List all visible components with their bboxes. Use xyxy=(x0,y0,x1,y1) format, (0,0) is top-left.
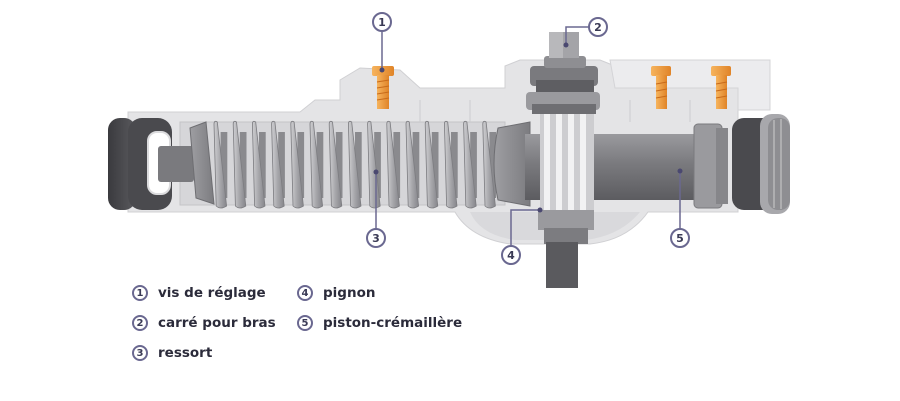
spring-coil-back xyxy=(316,132,324,198)
legend-badge-5: 5 xyxy=(297,315,313,331)
legend-label-3: ressort xyxy=(158,345,213,361)
spring-coil-back xyxy=(355,132,362,198)
callout-3: 3 xyxy=(366,169,386,248)
spring-coil xyxy=(328,120,343,209)
spring-coil xyxy=(405,120,420,209)
callout-5: 5 xyxy=(670,168,690,248)
legend-item-2: 2 carré pour bras xyxy=(132,312,276,334)
spring-coil xyxy=(309,120,324,209)
adjustment-screw-right-a xyxy=(651,66,671,109)
callout-4: 4 xyxy=(501,207,543,265)
spring-coil-back xyxy=(412,132,420,198)
spring-coil-back xyxy=(393,132,401,198)
callout-3-number: 3 xyxy=(372,232,380,245)
legend-item-5: 5 piston-crémaillère xyxy=(297,312,462,334)
spring-coil xyxy=(347,120,362,209)
pinion xyxy=(538,92,594,288)
spring-coil-back xyxy=(297,132,305,198)
legend-item-1: 1 vis de réglage xyxy=(132,282,266,304)
callout-1-number: 1 xyxy=(378,16,386,29)
callout-2-number: 2 xyxy=(594,21,602,34)
spring-coil xyxy=(251,120,266,209)
right-end-cap xyxy=(732,114,790,214)
legend-badge-1: 1 xyxy=(132,285,148,301)
legend-label-2: carré pour bras xyxy=(158,315,276,331)
legend-badge-4: 4 xyxy=(297,285,313,301)
callout-4-number: 4 xyxy=(507,249,515,262)
spring-coil xyxy=(213,120,228,209)
legend-label-1: vis de réglage xyxy=(158,285,266,301)
callout-5-number: 5 xyxy=(676,232,684,245)
spring-coil-back xyxy=(278,132,285,198)
legend-label-5: piston-crémaillère xyxy=(323,315,463,331)
spring-coil xyxy=(482,120,496,209)
spring-coil xyxy=(367,120,381,209)
spring-coil xyxy=(424,120,439,209)
spring-coil-back xyxy=(259,132,266,198)
legend-badge-3: 3 xyxy=(132,345,148,361)
spring-coil-back xyxy=(451,132,458,198)
legend-label-4: pignon xyxy=(323,285,376,301)
legend: 1 vis de réglage 2 carré pour bras 3 res… xyxy=(132,282,532,382)
piston-head xyxy=(493,121,531,207)
spring xyxy=(213,120,497,209)
callout-1: 1 xyxy=(372,12,392,73)
legend-item-4: 4 pignon xyxy=(297,282,375,304)
callout-2: 2 xyxy=(563,17,608,48)
spring-coil xyxy=(463,120,477,209)
legend-badge-2: 2 xyxy=(132,315,148,331)
left-end-cap xyxy=(108,118,194,210)
spring-coil xyxy=(232,120,247,209)
spring-coil-back xyxy=(489,132,497,198)
spring-coil xyxy=(386,120,400,209)
spring-coil xyxy=(443,120,458,209)
spring-coil-back xyxy=(220,132,228,198)
callouts: 1 2 3 4 5 xyxy=(366,12,690,265)
arm-square-assembly xyxy=(526,32,600,114)
spring-coil-back xyxy=(431,132,439,198)
spring-coil-back xyxy=(335,132,343,198)
spring-coil xyxy=(290,120,304,209)
spring-coil-back xyxy=(239,132,247,198)
spring-coil xyxy=(271,120,285,209)
spring-coil-back xyxy=(374,132,381,198)
spring-coil-back xyxy=(470,132,477,198)
adjustment-screw-right-b xyxy=(711,66,731,109)
spring-seat xyxy=(189,121,215,205)
legend-item-3: 3 ressort xyxy=(132,342,212,364)
